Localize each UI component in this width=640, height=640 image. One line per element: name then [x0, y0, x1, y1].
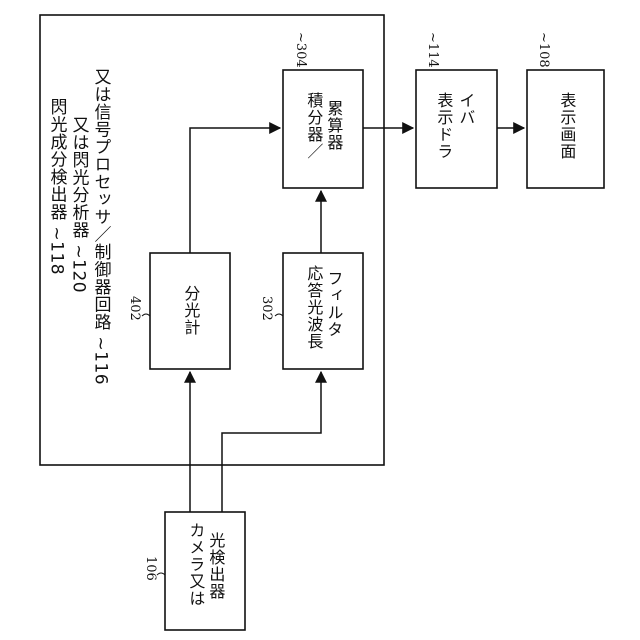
integrator-label-line-1: 積分器／: [304, 92, 322, 160]
filter-label-line-2: フィルタ: [324, 270, 342, 338]
spectrometer-ref: 402: [126, 296, 141, 321]
display-driver-label-line-2: イバ: [456, 92, 474, 126]
filter-label-line-1: 応答光波長: [304, 265, 322, 350]
display-driver-label-line-1: 表示ドラ: [434, 92, 452, 160]
camera-label-line-1: カメラ又は: [186, 522, 204, 607]
display-driver-box: [416, 70, 497, 188]
integrator-ref: ~304: [292, 32, 307, 68]
outer-box-title-line-3: 又は信号プロセッサ／制御器回路 ~116: [90, 68, 110, 385]
ref-leader-402: [142, 314, 150, 316]
outer-box-title-line-1: 閃光成分検出器 ~118: [46, 98, 66, 275]
outer-box-title-line-2: 又は閃光分析器 ~120: [68, 116, 88, 293]
integrator-label-line-2: 累算器: [324, 100, 342, 151]
display-driver-ref: ~114: [424, 32, 439, 68]
arrow-spectrometer-to-integrator: [190, 128, 280, 253]
display-screen-label: 表示画面: [557, 92, 575, 160]
ref-leader-302: [275, 314, 283, 316]
ref-leader-106: [157, 573, 165, 575]
arrow-camera-to-filter: [222, 372, 321, 512]
integrator-box: [283, 70, 363, 188]
camera-ref: 106: [142, 556, 157, 581]
spectrometer-label: 分光計: [181, 285, 199, 336]
camera-box: [165, 512, 245, 630]
display-screen-ref: ~108: [535, 32, 550, 68]
camera-label-line-2: 光検出器: [206, 532, 224, 600]
filter-ref: 302: [258, 296, 273, 321]
filter-box: [283, 253, 363, 369]
